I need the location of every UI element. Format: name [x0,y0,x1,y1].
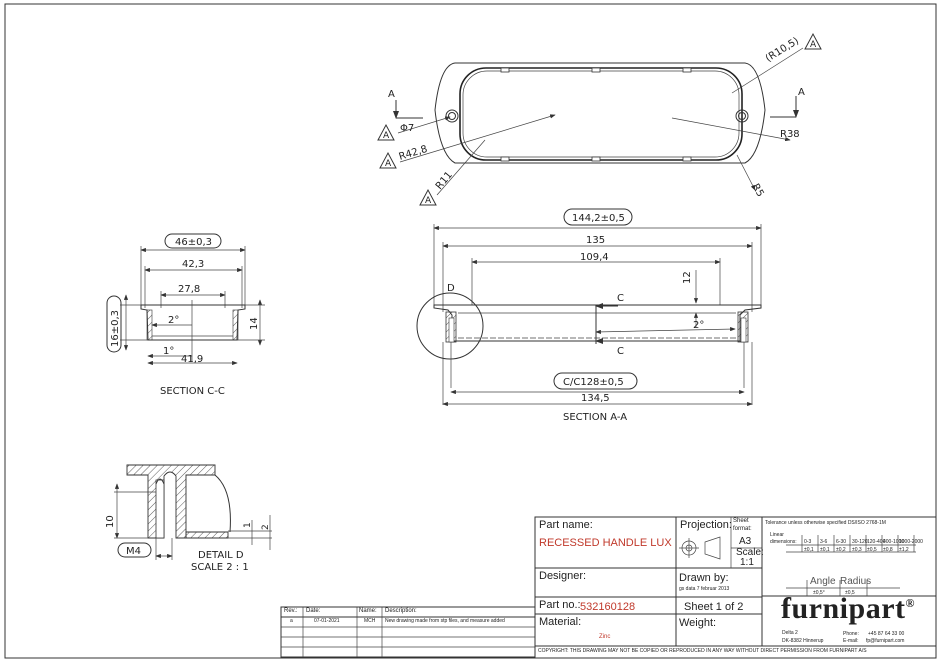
rev-header: Rev.: [284,608,298,614]
name-header: Name: [359,608,377,614]
svg-text:C: C [617,346,624,357]
designer-label: Designer: [539,570,587,582]
svg-text:2°: 2° [693,320,704,331]
svg-text:C/C128±0,5: C/C128±0,5 [563,377,624,388]
svg-text:27,8: 27,8 [178,284,200,295]
angle-label: Angle [810,576,836,587]
date-cell: 07-01-2021 [314,618,340,624]
address-line-2: DK-8382 Hinnerup [782,638,824,644]
section-aa-labels: 144,2±0,5 135 109,4 12 2° D C C C/C128±0… [447,213,704,423]
rev-cell: a [290,618,293,624]
svg-text:D: D [447,283,455,294]
svg-text:SCALE 2 : 1: SCALE 2 : 1 [191,562,249,573]
phone-value: +45 87 64 33 00 [868,631,905,637]
section-cc [106,233,265,366]
weight-label: Weight: [679,617,717,629]
top-view [377,32,822,206]
svg-text:1: 1 [243,522,253,528]
linear-dimensions-label: Linear dimensions: [770,532,797,545]
svg-text:10: 10 [105,515,116,528]
projection-label: Projection: [680,519,732,531]
radius-value: ±0,5 [845,590,855,596]
radius-label: Radius [840,576,872,587]
angle-value: ±0,5° [813,590,825,596]
detail-d [114,464,272,560]
svg-text:Φ7: Φ7 [400,123,414,134]
copyright-notice: COPYRIGHT: THIS DRAWING MAY NOT BE COPIE… [538,648,867,654]
drawn-by-value: gs data 7 februar 2013 [679,586,730,592]
svg-text:14: 14 [249,317,260,330]
email-value: fp@furnipart.com [866,638,905,644]
svg-text:R38: R38 [780,129,800,140]
svg-text:A: A [388,89,395,100]
address-line-1: Delta 2 [782,630,798,636]
scale-label: Scale: [736,547,764,558]
svg-text:16±0,3: 16±0,3 [110,310,121,347]
sheet-number: Sheet 1 of 2 [684,601,744,613]
material-label: Material: [539,616,582,628]
date-header: Date: [306,608,321,614]
sheet-format-value: A3 [739,536,752,547]
title-block-grid [534,516,937,659]
svg-text:SECTION C-C: SECTION C-C [160,386,225,397]
svg-text:C: C [617,293,624,304]
svg-text:134,5: 134,5 [581,393,610,404]
material-value: Zinc [599,634,611,640]
svg-text:42,3: 42,3 [182,259,204,270]
part-name-value: RECESSED HANDLE LUX [539,537,672,549]
svg-text:DETAIL D: DETAIL D [198,550,244,561]
svg-text:SECTION A-A: SECTION A-A [563,412,627,423]
email-label: E-mail: [843,638,859,644]
svg-text:109,4: 109,4 [580,252,609,263]
detail-d-labels: 10 M4 1 2 DETAIL D SCALE 2 : 1 [105,515,271,573]
svg-text:R42,8: R42,8 [398,144,429,163]
svg-text:41,9: 41,9 [181,354,203,365]
svg-text:A: A [383,131,390,141]
svg-text:12: 12 [682,271,693,284]
tolerance-note: Tolerance unless otherwise specified DS/… [765,520,886,526]
part-no-label: Part no.: [539,599,581,611]
svg-text:46±0,3: 46±0,3 [175,237,212,248]
svg-text:A: A [798,87,805,98]
section-aa [416,208,762,407]
name-cell: MCH [364,618,376,624]
svg-text:144,2±0,5: 144,2±0,5 [572,213,625,224]
svg-text:A: A [425,196,432,206]
part-no-value: 532160128 [580,601,636,613]
svg-text:R11: R11 [434,170,455,192]
svg-text:A: A [810,40,817,50]
svg-text:1°: 1° [163,346,174,357]
company-logo: furnipart® [781,592,915,625]
svg-text:A: A [385,159,392,169]
scale-value: 1:1 [740,557,754,568]
svg-text:135: 135 [586,235,605,246]
description-header: Description: [385,608,417,614]
svg-text:M4: M4 [126,546,141,557]
section-cc-labels: 46±0,3 42,3 27,8 16±0,3 14 2° 1° 41,9 SE… [110,237,260,397]
svg-text:2: 2 [261,524,271,530]
part-name-label: Part name: [539,519,593,531]
revision-table-grid [280,606,536,658]
sheet-format-label: Sheet format: [733,518,752,532]
drawn-by-label: Drawn by: [679,572,729,584]
phone-label: Phone: [843,631,859,637]
description-cell: New drawing made from stp files, and mea… [385,618,505,624]
svg-text:2°: 2° [168,315,179,326]
sheet-border [4,3,937,659]
svg-text:(R10,5): (R10,5) [764,36,801,65]
